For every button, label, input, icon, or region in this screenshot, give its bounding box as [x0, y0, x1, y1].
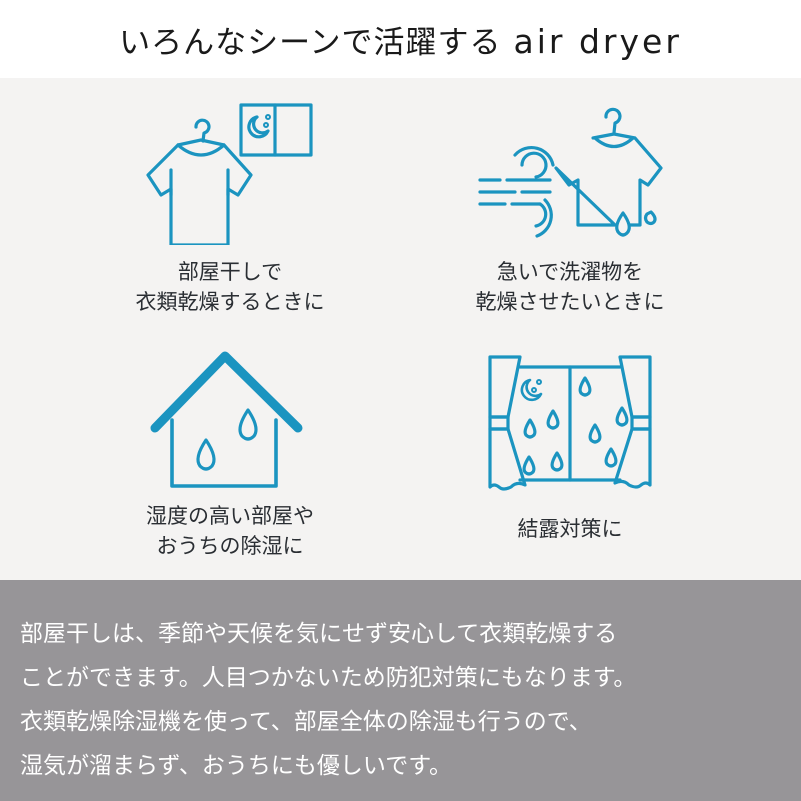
title-product-name: air dryer [513, 21, 682, 61]
label-line: おうちの除湿に [156, 534, 304, 558]
window-curtains-condensation-icon [488, 355, 652, 491]
header-banner: いろんなシーンで活躍する air dryer [0, 0, 801, 78]
label-line: 結露対策に [517, 517, 623, 541]
scene-label-indoor-drying: 部屋干しで 衣類乾燥するときに [136, 257, 325, 317]
description-panel: 部屋干しは、季節や天候を気にせず安心して衣類乾燥する ことができます。人目つかな… [0, 580, 801, 801]
scene-label-quick-drying: 急いで洗濯物を 乾燥させたいときに [476, 257, 665, 317]
house-droplets-icon [150, 351, 303, 488]
description-line: 部屋干しは、季節や天候を気にせず安心して衣類乾燥する [20, 621, 618, 647]
label-line: 乾燥させたいときに [475, 290, 665, 314]
label-line: 湿度の高い部屋や [146, 504, 314, 528]
scene-label-condensation: 結露対策に [518, 514, 623, 544]
title-japanese: いろんなシーンで活躍する [119, 24, 502, 61]
description-line: 湿気が溜まらず、おうちにも優しいです。 [20, 753, 452, 779]
label-line: 急いで洗濯物を [496, 260, 644, 284]
label-line: 部屋干しで [177, 260, 283, 284]
description-line: ことができます。人目つかないため防犯対策にもなります。 [20, 665, 637, 691]
tshirt-hanger-night-window-icon [146, 103, 313, 245]
label-line: 衣類乾燥するときに [135, 290, 325, 314]
scene-label-dehumidify-room: 湿度の高い部屋や おうちの除湿に [146, 501, 314, 561]
tshirt-wind-droplets-icon [478, 107, 663, 238]
description-text: 部屋干しは、季節や天候を気にせず安心して衣類乾燥する ことができます。人目つかな… [20, 612, 790, 788]
page-title: いろんなシーンで活躍する air dryer [119, 17, 682, 62]
description-line: 衣類乾燥除湿機を使って、部屋全体の除湿も行うので、 [20, 709, 592, 735]
